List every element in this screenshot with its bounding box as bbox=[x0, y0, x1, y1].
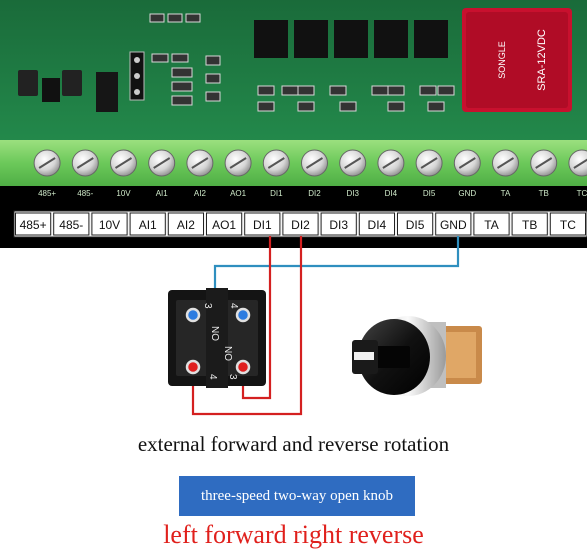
terminal-label-cell bbox=[320, 212, 357, 236]
silkscreen-label: AI1 bbox=[156, 189, 169, 198]
silkscreen-label: 485- bbox=[77, 189, 93, 198]
screw-slot bbox=[114, 157, 133, 169]
knob-type-text: three-speed two-way open knob bbox=[200, 487, 394, 504]
screw-slot bbox=[229, 157, 247, 169]
terminal-blue-left bbox=[185, 307, 201, 323]
screw-slot bbox=[76, 157, 94, 169]
silkscreen-label: 10V bbox=[116, 189, 131, 198]
terminal-label-ao1: AO1 bbox=[212, 218, 236, 232]
terminal-label-cell bbox=[15, 212, 52, 236]
silkscreen-label: TC bbox=[577, 189, 587, 198]
terminal-label-cell bbox=[167, 212, 205, 236]
wires bbox=[191, 236, 460, 416]
silkscreen-label: DI2 bbox=[308, 189, 321, 198]
screw-slot bbox=[420, 157, 438, 169]
terminal-label-cell bbox=[244, 212, 281, 236]
silkscreen-label: TB bbox=[539, 189, 549, 198]
terminal-red-right bbox=[235, 359, 251, 375]
silkscreen-labels: 485+ 485- 10V AI1 AI2 AO1 DI1 DI2 DI3 DI4 DI5 GND TA… bbox=[38, 189, 587, 198]
terminal-label-cell bbox=[206, 212, 243, 236]
screw-slot bbox=[458, 157, 476, 169]
terminal-label-di3: DI3 bbox=[329, 218, 348, 232]
wire-blue bbox=[213, 236, 460, 305]
terminal-label-di1: DI1 bbox=[253, 218, 272, 232]
relay: SRA-12VDC SONGLE bbox=[462, 8, 572, 112]
terminal-label-485: 485+ bbox=[20, 218, 47, 232]
silkscreen-label: AO1 bbox=[230, 189, 247, 198]
wire-red-di2 bbox=[191, 236, 303, 416]
terminal-label-tc: TC bbox=[560, 218, 576, 232]
terminal-label-di2: DI2 bbox=[291, 218, 310, 232]
relay-brand-text: SONGLE bbox=[497, 41, 507, 79]
silkscreen-label: TA bbox=[501, 189, 511, 198]
screw-slot bbox=[267, 157, 285, 169]
terminal-blue-right bbox=[235, 307, 251, 323]
terminal-label-cell bbox=[511, 212, 548, 236]
terminal-screws bbox=[33, 149, 587, 177]
selector-knob-picture bbox=[352, 316, 482, 396]
screw-slot bbox=[496, 157, 515, 169]
switch-contact-block: 3 4 NO NO 4 3 bbox=[168, 288, 266, 388]
terminal-label-10v: 10V bbox=[99, 218, 120, 232]
terminal-label-cell bbox=[282, 212, 319, 236]
optocoupler-row bbox=[254, 20, 448, 58]
switch-label-3-bottom: 3 bbox=[227, 374, 238, 380]
switch-label-4-top: 4 bbox=[228, 303, 239, 309]
terminal-label-cell bbox=[91, 212, 128, 236]
screw-slot bbox=[153, 157, 171, 169]
silkscreen-label: AI2 bbox=[194, 189, 207, 198]
terminal-label-cell bbox=[53, 212, 90, 236]
terminal-label-di4: DI4 bbox=[368, 218, 387, 232]
silkscreen-label: DI3 bbox=[346, 189, 359, 198]
switch-label-4-bottom: 4 bbox=[207, 374, 218, 380]
relay-model-text: SRA-12VDC bbox=[536, 29, 548, 91]
wire-red-di1 bbox=[241, 236, 272, 400]
terminal-label-cell bbox=[129, 212, 166, 236]
silkscreen-label: DI5 bbox=[423, 189, 436, 198]
screw-slot bbox=[344, 157, 362, 169]
terminal-label-cell bbox=[397, 212, 434, 236]
screw-slot bbox=[191, 157, 209, 169]
terminal-label-di5: DI5 bbox=[406, 218, 425, 232]
terminal-label-cell bbox=[358, 212, 395, 236]
terminal-label-485: 485- bbox=[59, 218, 83, 232]
terminal-label-tb: TB bbox=[522, 218, 537, 232]
inductor-l1 bbox=[18, 70, 38, 96]
silkscreen-label: 485+ bbox=[38, 189, 56, 198]
terminal-label-cell bbox=[473, 212, 510, 236]
caption-direction: left forward right reverse bbox=[163, 520, 424, 549]
silkscreen-label: DI1 bbox=[270, 189, 283, 198]
screw-slot bbox=[382, 157, 400, 169]
terminal-label-ai2: AI2 bbox=[177, 218, 195, 232]
terminal-label-cell bbox=[435, 212, 472, 236]
switch-label-3-top: 3 bbox=[202, 303, 213, 309]
switch-label-no-bottom: NO bbox=[222, 346, 233, 361]
screw-slot bbox=[38, 157, 56, 169]
terminal-label-gnd: GND bbox=[440, 218, 467, 232]
silkscreen-label: DI4 bbox=[385, 189, 398, 198]
resistor-array bbox=[149, 13, 455, 112]
screw-slot bbox=[573, 158, 587, 169]
inductor-l2 bbox=[62, 70, 82, 96]
knob-type-label: three-speed two-way open knob bbox=[179, 476, 415, 516]
terminal-label-ai1: AI1 bbox=[139, 218, 157, 232]
screw-slot bbox=[535, 157, 553, 169]
terminal-red-left bbox=[185, 359, 201, 375]
silkscreen-label: GND bbox=[458, 189, 476, 198]
terminal-screw bbox=[568, 149, 587, 177]
terminal-label-cell bbox=[549, 212, 586, 236]
terminal-label-cells: 485+ 485- 10V AI1 AI2 AO1 DI1 DI2 DI3 DI4 DI5 GND TA… bbox=[15, 212, 586, 236]
terminal-label-ta: TA bbox=[484, 218, 498, 232]
screw-slot bbox=[305, 157, 324, 169]
switch-label-no-top: NO bbox=[209, 326, 220, 341]
caption-external-rotation: external forward and reverse rotation bbox=[137, 432, 450, 456]
